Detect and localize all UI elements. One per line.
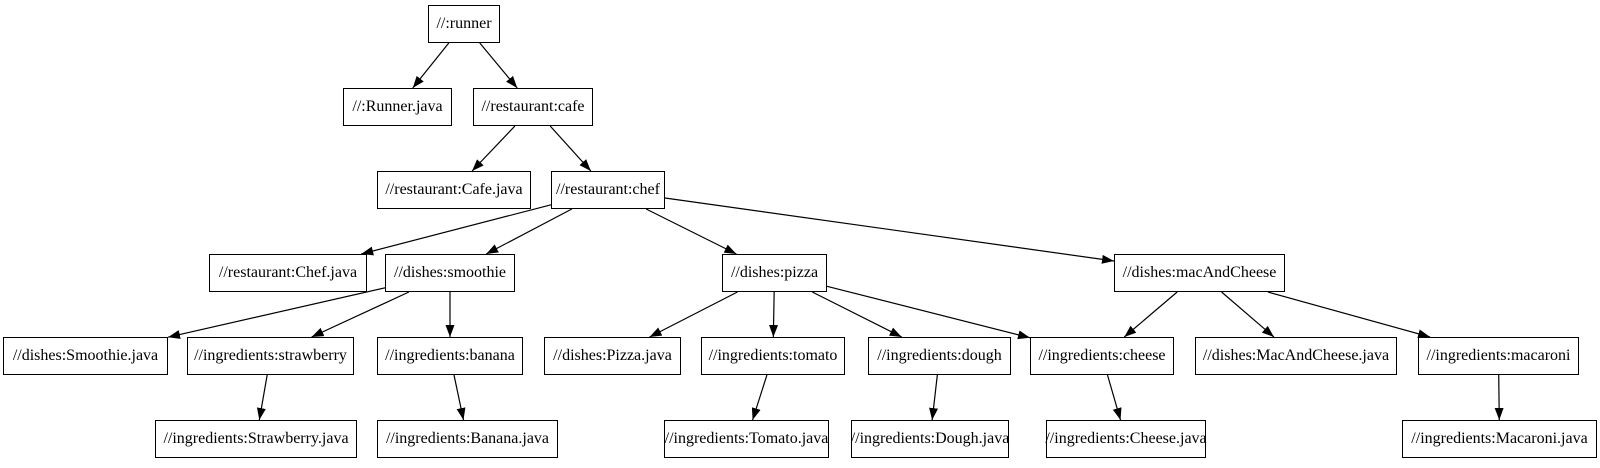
edge-dough-to-dough-java	[929, 374, 939, 421]
edge-cafe-to-chef	[549, 125, 592, 172]
node-pizza: //dishes:pizza	[722, 254, 827, 292]
node-macaroni: //ingredients:macaroni	[1418, 337, 1579, 375]
node-chef-java: //restaurant:Chef.java	[209, 254, 367, 292]
edge-chef-to-smoothie	[485, 208, 573, 255]
edge-pizza-to-cheese	[826, 285, 1031, 340]
edge-smoothie-to-smoothie-java	[167, 287, 386, 339]
node-mac-and-cheese-java: //dishes:MacAndCheese.java	[1195, 337, 1397, 375]
edge-pizza-to-tomato	[769, 291, 779, 338]
edges-group	[167, 42, 1504, 421]
node-strawberry: //ingredients:strawberry	[187, 337, 354, 375]
edge-mac-and-cheese-to-cheese	[1123, 291, 1178, 338]
edge-cheese-to-cheese-java	[1106, 374, 1122, 421]
edge-mac-and-cheese-to-mac-and-cheese-java	[1221, 291, 1275, 338]
edge-chef-to-chef-java	[361, 204, 552, 256]
node-cafe: //restaurant:cafe	[473, 88, 593, 126]
edge-tomato-to-tomato-java	[751, 374, 768, 421]
node-cafe-java: //restaurant:Cafe.java	[377, 171, 531, 209]
node-smoothie: //dishes:smoothie	[385, 254, 515, 292]
node-banana-java: //ingredients:Banana.java	[377, 420, 558, 458]
node-runner-java: //:Runner.java	[343, 88, 452, 126]
edge-runner-to-runner-java	[412, 42, 450, 89]
node-runner: //:runner	[428, 5, 500, 43]
node-chef: //restaurant:chef	[551, 171, 665, 209]
node-tomato: //ingredients:tomato	[701, 337, 845, 375]
node-smoothie-java: //dishes:Smoothie.java	[3, 337, 168, 375]
node-dough-java: //ingredients:Dough.java	[851, 420, 1009, 458]
node-macaroni-java: //ingredients:Macaroni.java	[1402, 420, 1597, 458]
edge-chef-to-mac-and-cheese	[664, 197, 1115, 264]
edge-smoothie-to-strawberry	[311, 291, 410, 338]
node-cheese-java: //ingredients:Cheese.java	[1045, 420, 1207, 458]
edge-mac-and-cheese-to-macaroni	[1267, 291, 1431, 339]
edge-chef-to-pizza	[645, 208, 737, 255]
edge-cafe-to-cafe-java	[471, 125, 516, 172]
edge-pizza-to-dough	[812, 291, 902, 338]
node-mac-and-cheese: //dishes:macAndCheese	[1114, 254, 1285, 292]
edge-pizza-to-pizza-java	[649, 291, 738, 338]
edge-runner-to-cafe	[479, 42, 518, 89]
edge-macaroni-to-macaroni-java	[1494, 374, 1504, 421]
node-strawberry-java: //ingredients:Strawberry.java	[155, 420, 357, 458]
node-pizza-java: //dishes:Pizza.java	[544, 337, 681, 375]
node-dough: //ingredients:dough	[868, 337, 1011, 375]
node-tomato-java: //ingredients:Tomato.java	[664, 420, 829, 458]
node-cheese: //ingredients:cheese	[1030, 337, 1174, 375]
edge-strawberry-to-strawberry-java	[256, 374, 268, 421]
edge-banana-to-banana-java	[453, 374, 466, 421]
node-banana: //ingredients:banana	[377, 337, 523, 375]
